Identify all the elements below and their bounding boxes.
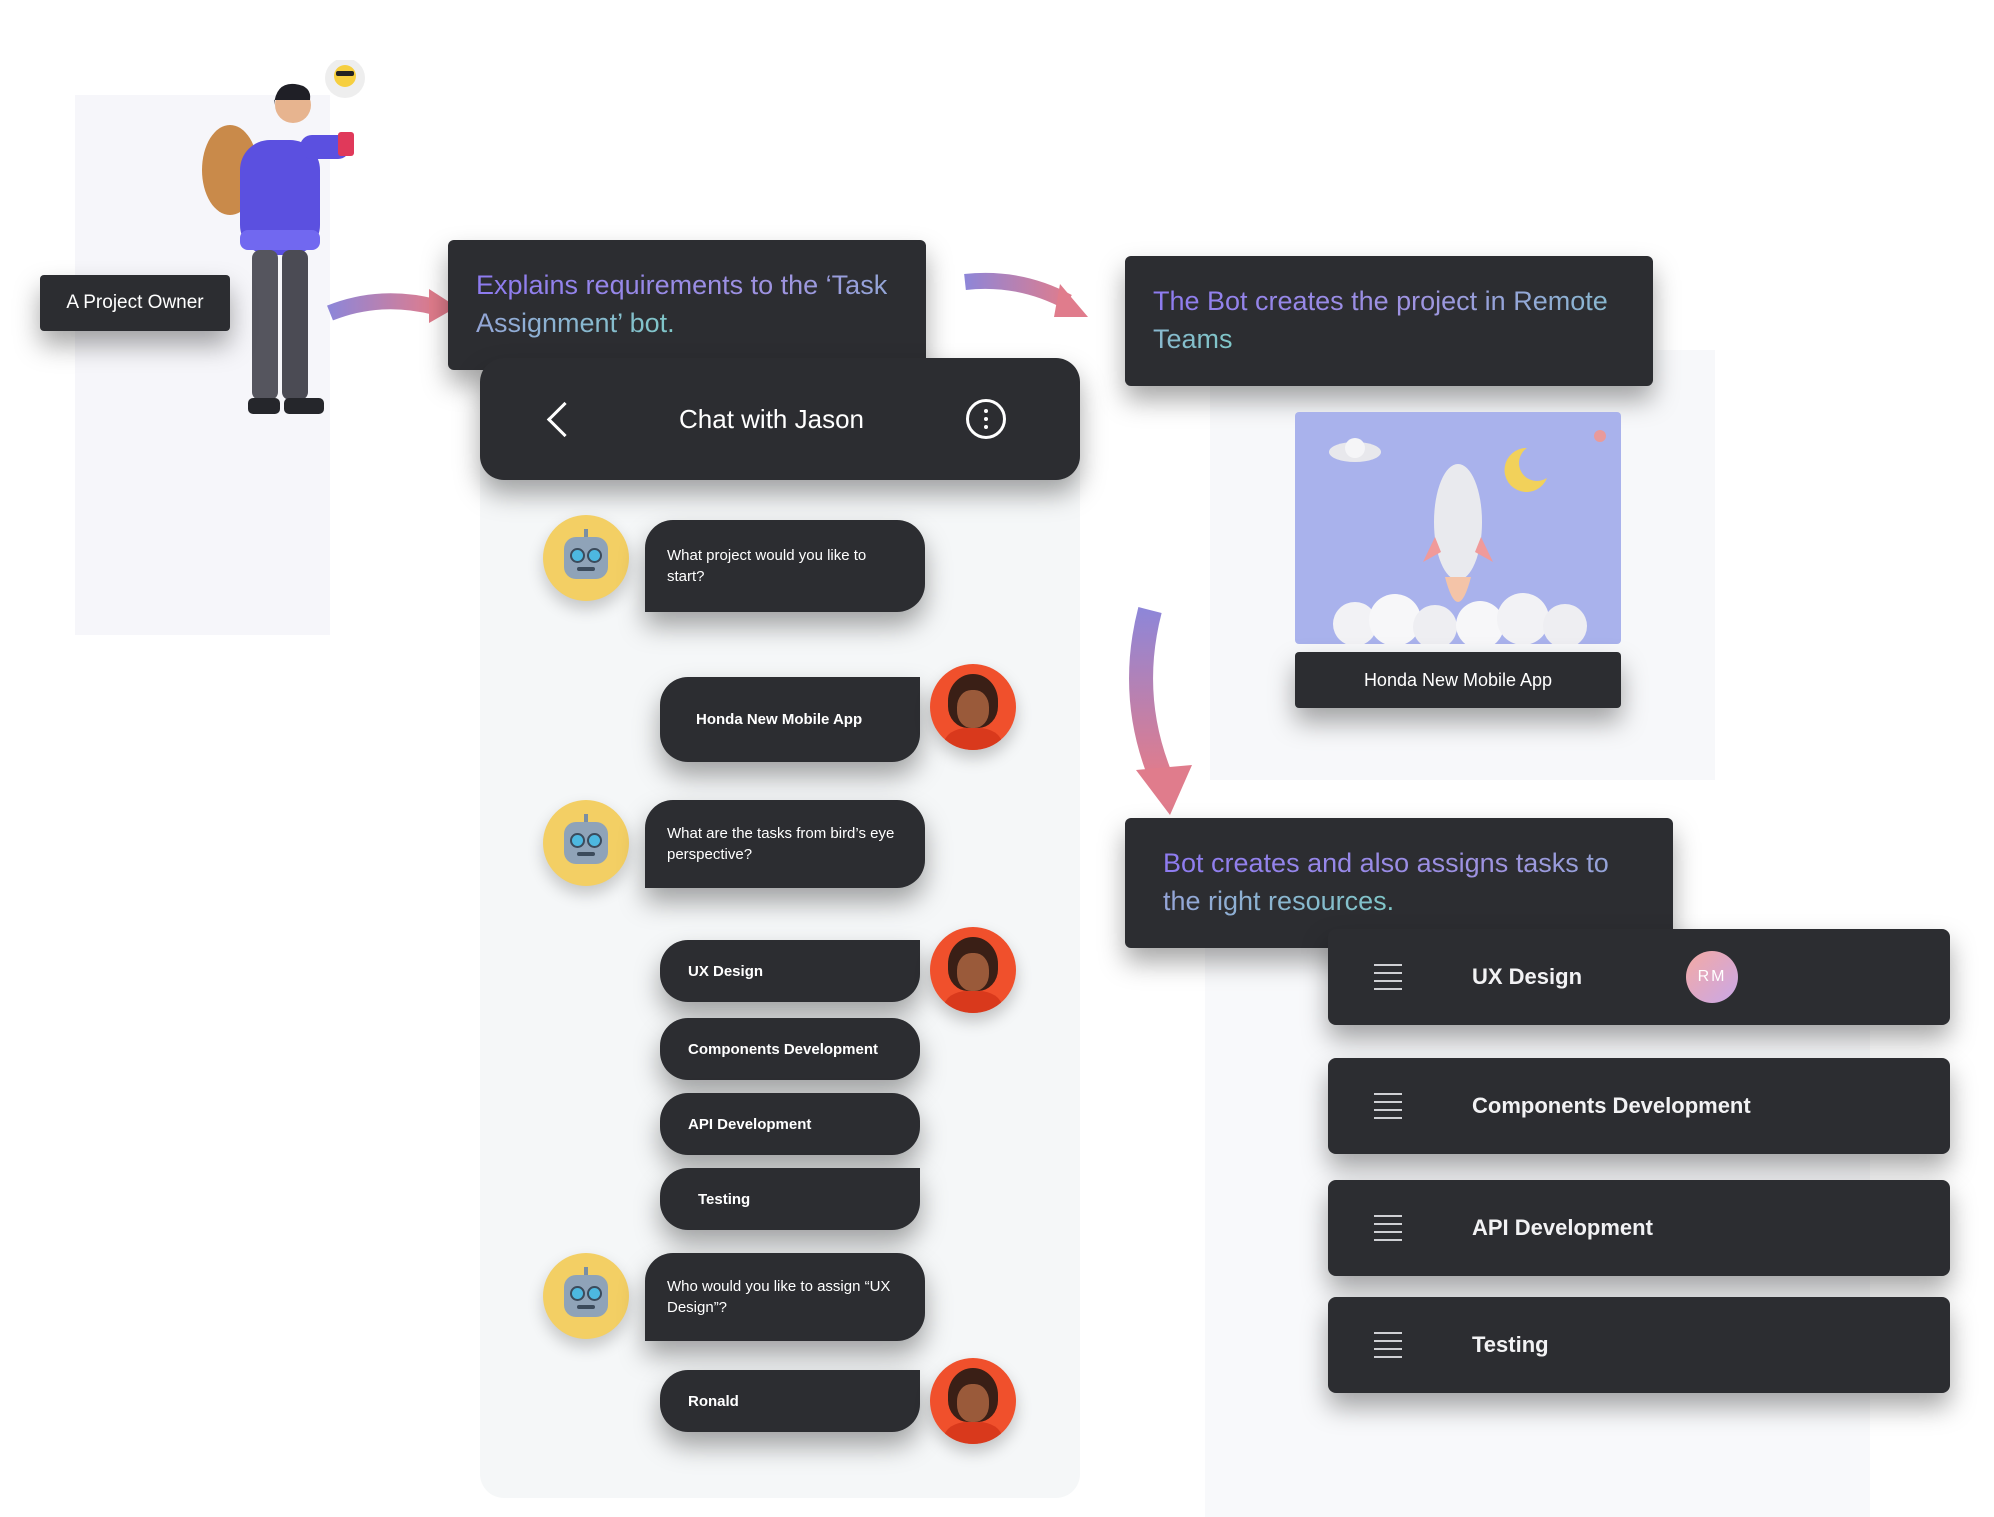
step2-callout: The Bot creates the project in Remote Te… [1125,256,1653,386]
step1-text: Explains requirements to the ‘Task Assig… [476,270,888,338]
task-name: Testing [1472,1332,1549,1357]
message-user: UX Design [660,940,920,1002]
project-name-label[interactable]: Honda New Mobile App [1295,652,1621,708]
bot-avatar [543,800,629,886]
bot-avatar [543,1253,629,1339]
message-user: Testing [660,1168,920,1230]
bot-avatar [543,515,629,601]
more-options-icon[interactable] [965,399,1006,439]
message-user: Ronald [660,1370,920,1432]
user-avatar [930,1358,1016,1444]
user-avatar [930,927,1016,1013]
message-bot: Who would you like to assign “UX Design”… [645,1253,925,1341]
step1-callout: Explains requirements to the ‘Task Assig… [448,240,926,370]
task-item-testing[interactable]: Testing [1328,1297,1950,1393]
menu-lines-icon [1374,1332,1402,1358]
back-chevron-icon[interactable] [546,401,583,437]
message-user: Honda New Mobile App [660,677,920,762]
task-name: UX Design [1472,964,1583,989]
message-bot: What project would you like to start? [645,520,925,612]
robot-icon [564,529,608,579]
menu-lines-icon [1374,964,1402,990]
user-avatar [930,664,1016,750]
message-bot: What are the tasks from bird’s eye persp… [645,800,925,888]
assignee-avatar: RM [1686,951,1739,1003]
task-item-ux-design[interactable]: UX Design RM [1328,929,1950,1025]
robot-icon [564,1267,608,1317]
message-user: Components Development [660,1018,920,1080]
robot-icon [564,814,608,864]
arrow-project-to-tasks [1129,606,1192,815]
task-item-api-development[interactable]: API Development [1328,1180,1950,1276]
task-item-components-development[interactable]: Components Development [1328,1058,1950,1154]
arrow-bot-to-project [964,272,1088,317]
task-name: Components Development [1472,1093,1751,1118]
arrow-owner-to-bot [327,289,457,323]
project-owner-illustration [200,58,400,440]
step3-callout: Bot creates and also assigns tasks to th… [1125,818,1673,948]
chat-title: Chat with Jason [679,403,864,434]
message-user: API Development [660,1093,920,1155]
step3-text: Bot creates and also assigns tasks to th… [1163,848,1609,916]
menu-lines-icon [1374,1215,1402,1241]
menu-lines-icon [1374,1093,1402,1119]
project-owner-label: A Project Owner [40,275,230,331]
task-name: API Development [1472,1215,1653,1240]
project-illustration [1295,412,1621,644]
chat-header: Chat with Jason [480,358,1080,480]
step2-text: The Bot creates the project in Remote Te… [1153,286,1608,354]
